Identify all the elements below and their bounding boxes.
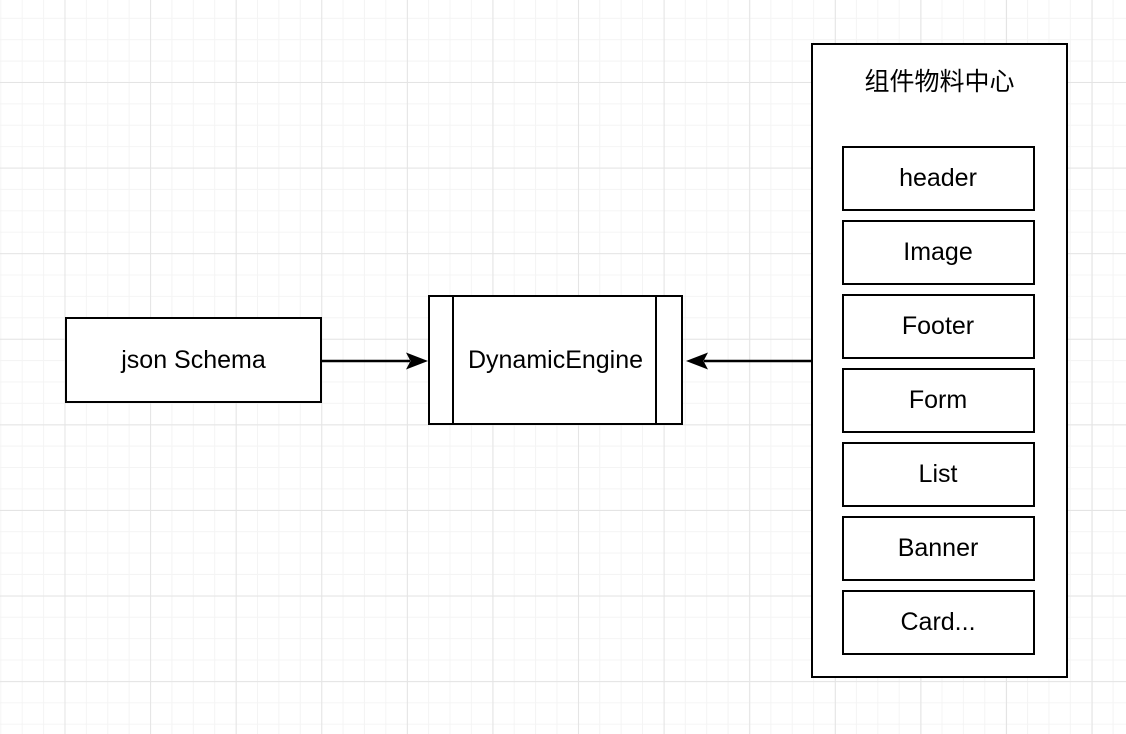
component-label: Card... bbox=[900, 608, 976, 636]
node-json-schema-label: json Schema bbox=[121, 346, 266, 374]
component-box-list[interactable]: List bbox=[841, 441, 1035, 507]
component-box-header[interactable]: header bbox=[841, 145, 1035, 211]
component-label: Banner bbox=[897, 534, 979, 562]
component-label: Form bbox=[908, 386, 968, 414]
node-dynamic-engine[interactable]: DynamicEngine bbox=[428, 295, 683, 425]
process-bar-right bbox=[655, 297, 657, 423]
component-box-card[interactable]: Card... bbox=[841, 589, 1035, 655]
component-box-footer[interactable]: Footer bbox=[841, 293, 1035, 359]
material-center-title: 组件物料中心 bbox=[864, 68, 1015, 96]
component-label: header bbox=[899, 164, 977, 192]
component-box-banner[interactable]: Banner bbox=[841, 515, 1035, 581]
component-label: List bbox=[918, 460, 958, 488]
arrowhead-right-icon bbox=[406, 352, 428, 370]
component-box-image[interactable]: Image bbox=[841, 219, 1035, 285]
process-bar-left bbox=[452, 297, 454, 423]
arrowhead-left-icon bbox=[686, 352, 708, 370]
edge-json-schema-to-dynamic-engine[interactable] bbox=[322, 352, 428, 370]
component-box-form[interactable]: Form bbox=[841, 367, 1035, 433]
edge-material-center-to-dynamic-engine[interactable] bbox=[686, 352, 811, 370]
component-label: Image bbox=[903, 238, 973, 266]
node-dynamic-engine-label: DynamicEngine bbox=[467, 346, 644, 374]
node-material-center[interactable]: 组件物料中心 header Image Footer Form List Ban… bbox=[811, 43, 1068, 678]
node-json-schema[interactable]: json Schema bbox=[65, 317, 322, 403]
component-label: Footer bbox=[901, 312, 975, 340]
